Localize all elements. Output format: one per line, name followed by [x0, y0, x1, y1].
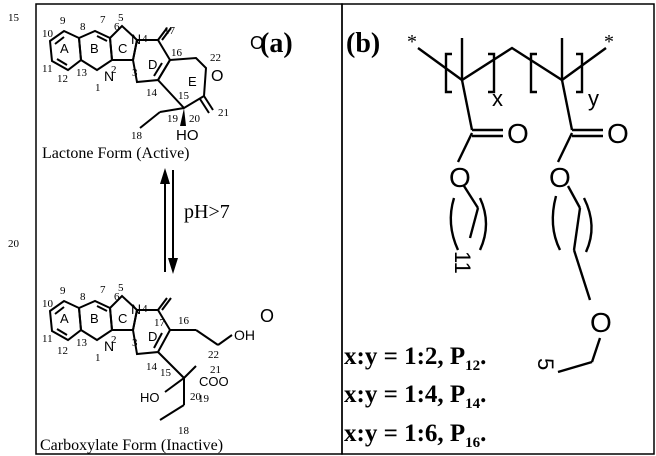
chain-end-star-right: *: [604, 31, 614, 53]
svg-text:12: 12: [57, 345, 68, 357]
lactone-ring-letters: A B C D E: [60, 41, 197, 89]
polymer-structure: * *: [407, 31, 614, 374]
svg-text:D: D: [148, 57, 157, 72]
svg-text:18: 18: [131, 130, 143, 142]
carboxylate-ring-letters: A B C D: [60, 311, 157, 344]
line-number-20: 20: [8, 238, 19, 250]
svg-text:A: A: [60, 311, 69, 326]
svg-text:2: 2: [111, 64, 117, 76]
lactone-structure: [48, 24, 214, 129]
svg-text:10: 10: [42, 298, 54, 310]
svg-text:17: 17: [164, 25, 176, 37]
line-number-15: 15: [8, 12, 19, 24]
svg-text:2: 2: [111, 334, 117, 346]
svg-text:15: 15: [160, 367, 172, 379]
svg-text:O: O: [211, 68, 223, 85]
svg-text:OH: OH: [234, 327, 255, 343]
svg-text:8: 8: [80, 291, 86, 303]
svg-text:21: 21: [210, 364, 221, 376]
carbonyl-o-y: O: [607, 118, 629, 149]
svg-text:HO: HO: [140, 390, 160, 405]
svg-text:COO: COO: [199, 374, 229, 389]
carboxylate-caption: Carboxylate Form (Inactive): [40, 437, 223, 454]
svg-text:16: 16: [171, 47, 183, 59]
ratio-p14: x:y = 1:4, P14.: [344, 381, 487, 412]
svg-text:3: 3: [132, 337, 138, 349]
panel-a-label: (a): [260, 28, 293, 59]
carboxylate-atom-labels: 10 9 8 7 6 5 4 17 11 12 13 2 1 3 16 22 1…: [42, 282, 274, 437]
svg-text:7: 7: [100, 284, 106, 296]
svg-text:19: 19: [167, 113, 179, 125]
svg-text:4: 4: [142, 33, 148, 45]
svg-text:20: 20: [189, 113, 201, 125]
svg-text:10: 10: [42, 28, 54, 40]
svg-text:13: 13: [76, 67, 88, 79]
svg-text:14: 14: [146, 361, 158, 373]
svg-text:C: C: [118, 311, 127, 326]
ester-o-x: O: [449, 162, 471, 193]
svg-text:O: O: [260, 306, 274, 326]
svg-text:O: O: [250, 33, 264, 53]
chain-end-star-left: *: [407, 31, 417, 53]
subscript-x: x: [492, 86, 503, 111]
svg-text:20: 20: [190, 391, 202, 403]
svg-text:11: 11: [42, 333, 53, 345]
svg-text:B: B: [90, 41, 99, 56]
svg-text:12: 12: [57, 73, 68, 85]
ratio-p12: x:y = 1:2, P12.: [344, 343, 487, 374]
svg-text:15: 15: [178, 90, 190, 102]
svg-text:22: 22: [208, 349, 219, 361]
svg-text:E: E: [188, 74, 197, 89]
svg-text:9: 9: [60, 285, 66, 297]
svg-text:N: N: [104, 68, 114, 84]
svg-text:HO: HO: [176, 127, 199, 144]
subscript-y: y: [588, 86, 599, 111]
svg-text:8: 8: [80, 21, 86, 33]
svg-text:22: 22: [210, 52, 221, 64]
carbonyl-o-x: O: [507, 118, 529, 149]
lactone-atom-labels: 10 9 8 7 6 5 4 17 11 12 13 2 1 3 16 22 1…: [42, 12, 264, 144]
svg-text:9: 9: [60, 15, 66, 27]
svg-text:D: D: [148, 329, 157, 344]
lactone-caption: Lactone Form (Active): [42, 145, 190, 162]
svg-text:17: 17: [154, 317, 166, 329]
svg-text:14: 14: [146, 87, 158, 99]
svg-text:B: B: [90, 311, 99, 326]
panel-b-frame: [341, 3, 655, 455]
svg-text:19: 19: [198, 393, 210, 405]
svg-text:16: 16: [178, 315, 190, 327]
equilibrium-arrows: [160, 168, 178, 274]
svg-text:18: 18: [178, 425, 190, 437]
ether-o: O: [590, 307, 612, 338]
svg-text:A: A: [60, 41, 69, 56]
svg-text:N: N: [131, 301, 141, 317]
svg-text:7: 7: [100, 14, 106, 26]
equilibrium-label: pH>7: [184, 201, 230, 223]
ratio-p16: x:y = 1:6, P16.: [344, 420, 487, 451]
carboxylate-structure: [48, 294, 233, 421]
svg-text:6: 6: [114, 21, 120, 33]
svg-text:11: 11: [42, 63, 53, 75]
svg-text:N: N: [131, 31, 141, 47]
svg-text:13: 13: [76, 337, 88, 349]
svg-text:1: 1: [95, 352, 101, 364]
svg-text:6: 6: [114, 291, 120, 303]
panel-b-label: (b): [346, 28, 380, 59]
svg-text:3: 3: [132, 67, 138, 79]
chain-count-11: 11: [450, 251, 475, 274]
svg-text:5: 5: [118, 12, 124, 24]
ester-o-y: O: [549, 162, 571, 193]
svg-text:21: 21: [218, 107, 229, 119]
svg-text:N: N: [104, 338, 114, 354]
svg-text:5: 5: [118, 282, 124, 294]
chain-count-5: 5: [533, 358, 558, 370]
svg-text:C: C: [118, 41, 127, 56]
svg-text:1: 1: [95, 82, 101, 94]
svg-text:4: 4: [142, 303, 148, 315]
